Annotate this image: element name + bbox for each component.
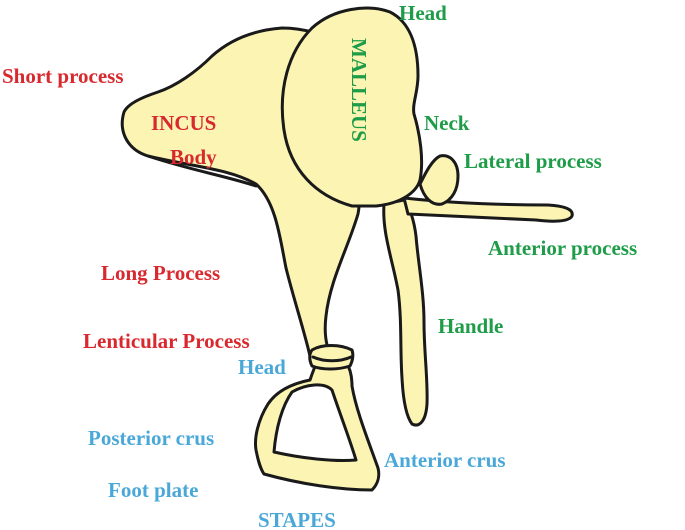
stapes-foot-plate-label: Foot plate	[108, 478, 198, 502]
stapes-anterior-crus-label: Anterior crus	[384, 448, 506, 472]
malleus-lateral-process-shape	[418, 154, 460, 206]
stapes-head-ring	[308, 344, 355, 371]
malleus-handle-label: Handle	[438, 314, 503, 338]
incus-short-process-label: Short process	[2, 64, 124, 88]
malleus-anterior-process-label: Anterior process	[488, 236, 637, 260]
malleus-head-shape	[280, 6, 424, 208]
malleus-anterior-process-shape	[402, 196, 574, 223]
stapes-foramen	[272, 383, 358, 463]
incus-long-process-label: Long Process	[101, 261, 220, 285]
stapes-title: STAPES	[258, 508, 336, 530]
incus-body-crease	[146, 154, 258, 188]
malleus-neck-label: Neck	[424, 111, 470, 135]
malleus-head-label: Head	[399, 1, 447, 25]
incus-lenticular-process-label: Lenticular Process	[83, 329, 250, 353]
malleus-lateral-process-label: Lateral process	[464, 149, 602, 173]
stapes-head-ring-line	[311, 355, 353, 363]
malleus-title: MALLEUS	[347, 38, 371, 142]
incus-title: INCUS	[151, 111, 216, 135]
stapes-head-label: Head	[238, 355, 286, 379]
stapes-posterior-crus-label: Posterior crus	[88, 426, 214, 450]
incus-body-label: Body	[170, 145, 217, 169]
malleus-handle-shape	[382, 198, 429, 427]
